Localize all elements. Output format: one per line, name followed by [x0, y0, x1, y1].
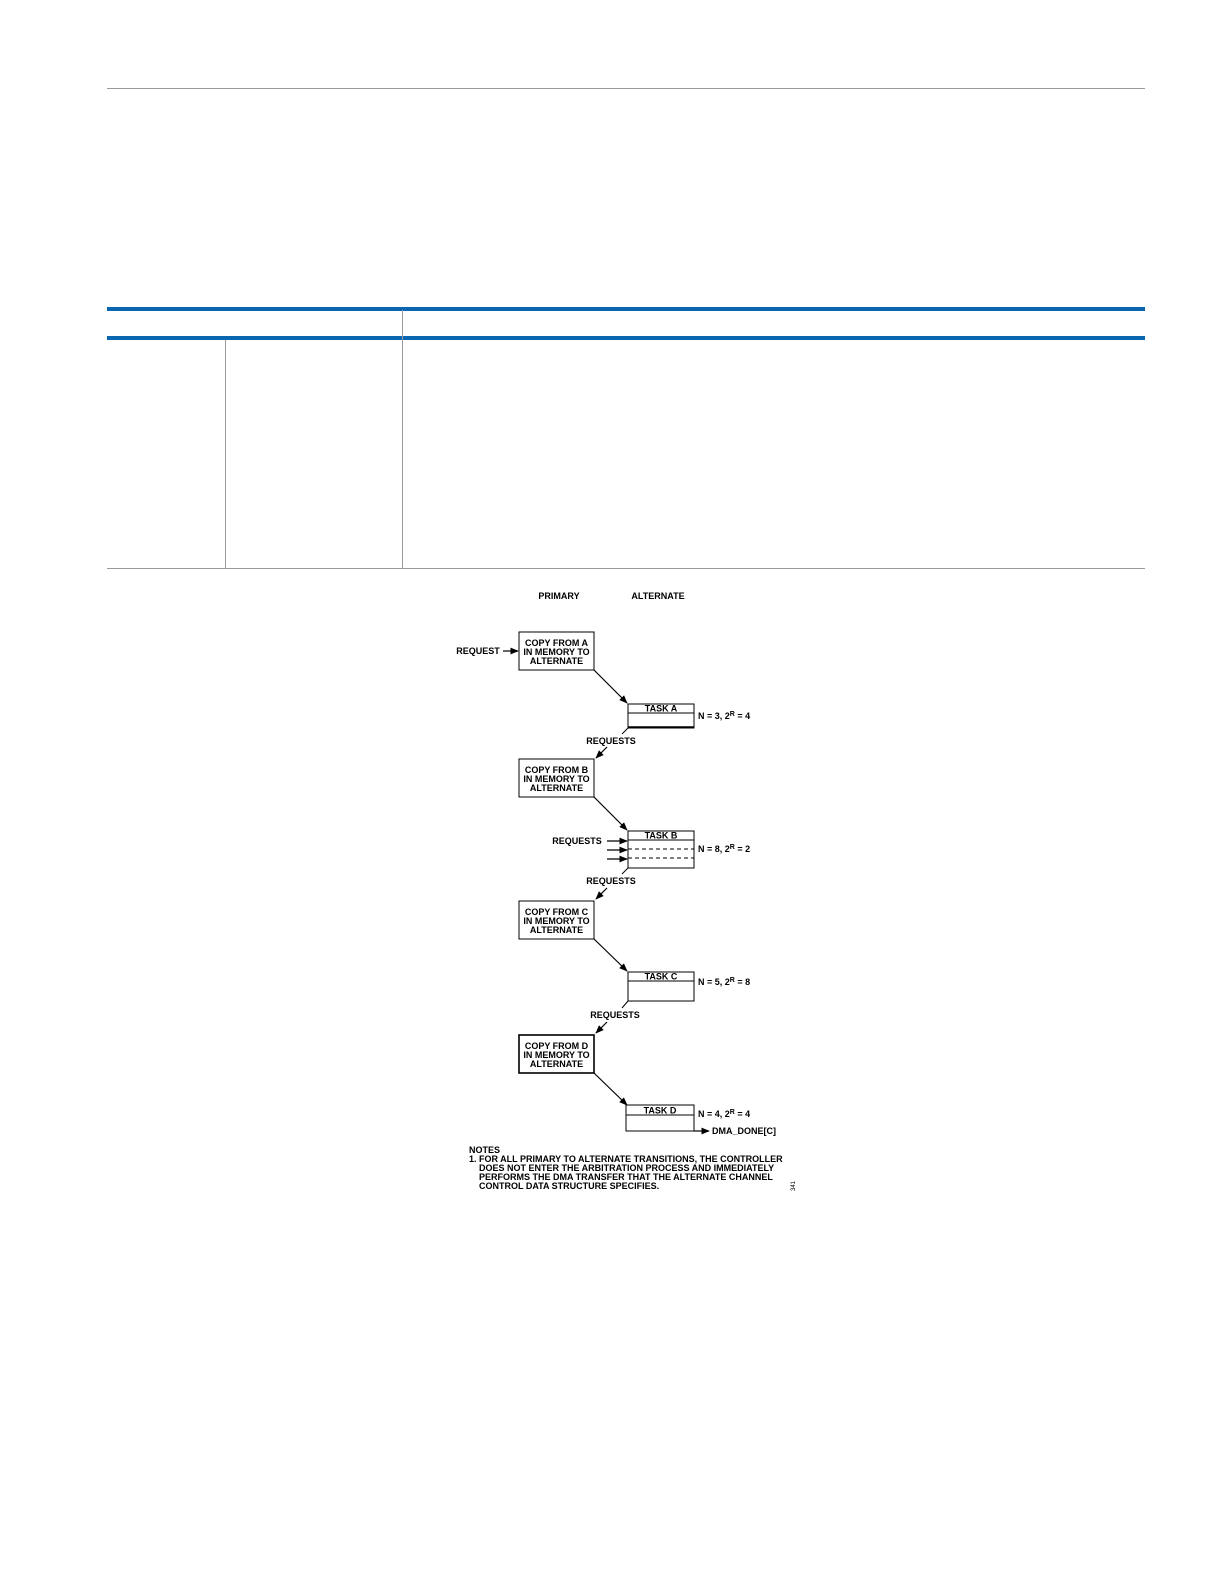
- note-line-4: CONTROL DATA STRUCTURE SPECIFIES.: [479, 1181, 659, 1191]
- svg-text:ALTERNATE: ALTERNATE: [530, 783, 583, 793]
- dma-done-label: DMA_DONE[C]: [712, 1126, 776, 1136]
- note-line-1: 1. FOR ALL PRIMARY TO ALTERNATE TRANSITI…: [469, 1154, 783, 1164]
- requests-arrow-c: [595, 1021, 608, 1034]
- table-top-rule: [107, 307, 1145, 311]
- task-d-box: TASK D: [625, 1104, 695, 1132]
- svg-text:TASK C: TASK C: [645, 972, 678, 982]
- svg-text:COPY FROM C: COPY FROM C: [525, 907, 589, 917]
- notes-title: NOTES: [469, 1145, 500, 1155]
- svg-text:ALTERNATE: ALTERNATE: [530, 656, 583, 666]
- svg-text:COPY FROM A: COPY FROM A: [525, 638, 589, 648]
- svg-text:TASK D: TASK D: [644, 1106, 677, 1116]
- svg-text:IN MEMORY TO: IN MEMORY TO: [523, 647, 589, 657]
- requests-arrow-b: [595, 887, 608, 900]
- table-bottom-rule: [107, 568, 1145, 569]
- note-line-2: DOES NOT ENTER THE ARBITRATION PROCESS A…: [479, 1163, 774, 1173]
- header-rule: [107, 88, 1145, 89]
- task-b-box: TASK B: [627, 830, 695, 869]
- task-a-box: TASK A: [627, 703, 695, 729]
- alternate-column-header: ALTERNATE: [631, 591, 684, 601]
- requests-arrow-a: [595, 746, 608, 759]
- task-c-box: TASK C: [627, 971, 695, 1002]
- requests-label-a: REQUESTS: [586, 736, 636, 746]
- svg-text:TASK B: TASK B: [645, 831, 678, 841]
- copy-a-to-task-a-arrow: [593, 669, 628, 704]
- table-header-rule: [107, 336, 1145, 340]
- requests-label-c: REQUESTS: [590, 1010, 640, 1020]
- table-column-divider: [225, 340, 226, 568]
- request-label: REQUEST: [456, 646, 500, 656]
- copy-box-b: COPY FROM B IN MEMORY TO ALTERNATE: [518, 758, 595, 798]
- task-a-params: N = 3, 2R = 4: [698, 711, 750, 721]
- svg-text:ALTERNATE: ALTERNATE: [530, 1059, 583, 1069]
- requests-label-b-side: REQUESTS: [552, 836, 602, 846]
- primary-column-header: PRIMARY: [538, 591, 579, 601]
- svg-text:ALTERNATE: ALTERNATE: [530, 925, 583, 935]
- copy-box-a: COPY FROM A IN MEMORY TO ALTERNATE: [518, 631, 595, 671]
- table-column-divider: [402, 310, 403, 568]
- note-line-3: PERFORMS THE DMA TRANSFER THAT THE ALTER…: [479, 1172, 773, 1182]
- task-b-params: N = 8, 2R = 2: [698, 844, 750, 854]
- svg-text:COPY FROM B: COPY FROM B: [525, 765, 589, 775]
- copy-box-d: COPY FROM D IN MEMORY TO ALTERNATE: [518, 1034, 595, 1074]
- svg-text:COPY FROM D: COPY FROM D: [525, 1041, 589, 1051]
- svg-text:IN MEMORY TO: IN MEMORY TO: [523, 774, 589, 784]
- svg-text:IN MEMORY TO: IN MEMORY TO: [523, 916, 589, 926]
- svg-text:TASK A: TASK A: [645, 704, 678, 714]
- copy-c-to-task-c-arrow: [593, 938, 628, 972]
- figure-id: 341: [791, 1180, 797, 1191]
- copy-box-c: COPY FROM C IN MEMORY TO ALTERNATE: [518, 900, 595, 940]
- task-c-params: N = 5, 2R = 8: [698, 977, 750, 987]
- task-d-params: N = 4, 2R = 4: [698, 1109, 750, 1119]
- svg-text:IN MEMORY TO: IN MEMORY TO: [523, 1050, 589, 1060]
- copy-b-to-task-b-arrow: [593, 796, 628, 831]
- requests-label-b: REQUESTS: [586, 876, 636, 886]
- copy-d-to-task-d-arrow: [593, 1072, 628, 1106]
